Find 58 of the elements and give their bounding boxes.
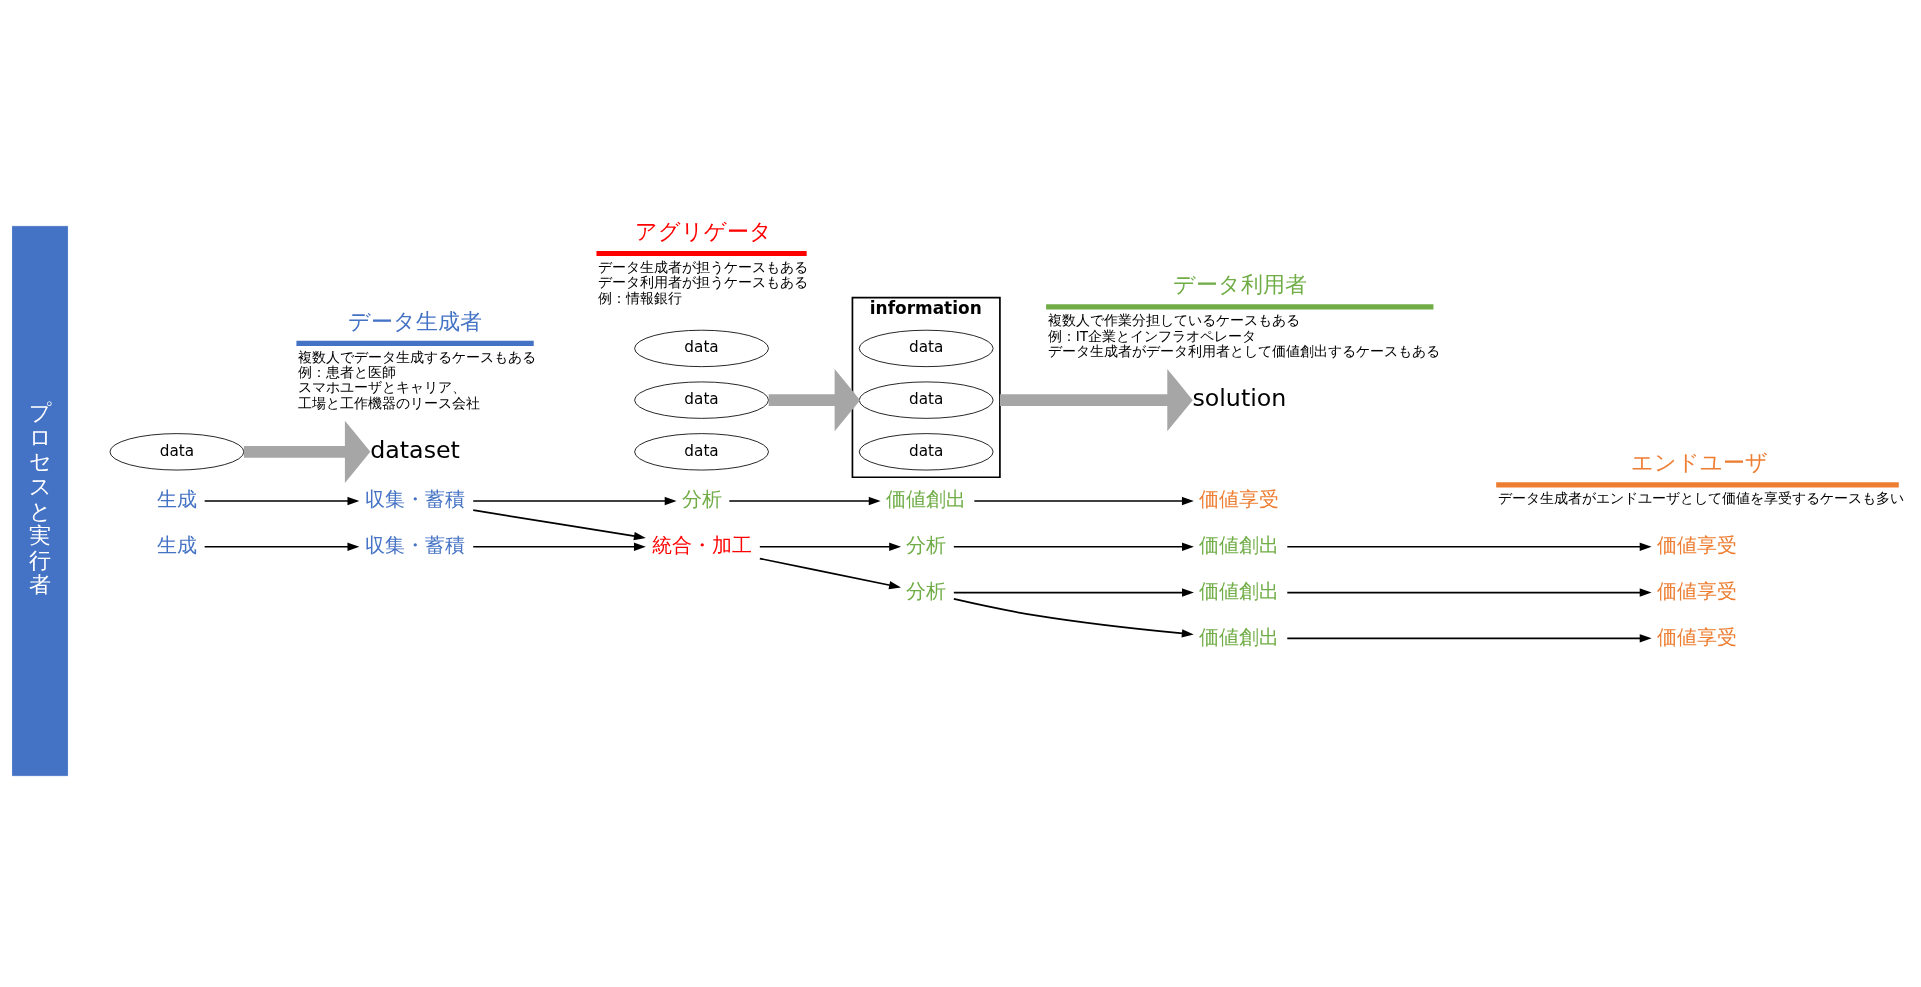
arrow: [203, 496, 360, 505]
arrow: [728, 496, 881, 505]
arrow: [472, 542, 646, 551]
arrow: [1286, 542, 1652, 551]
node-text: 価値享受: [1199, 486, 1280, 511]
arrow: [953, 597, 1194, 638]
label: 複数人で作業分担しているケースもある: [1047, 311, 1300, 328]
label: 例：患者と医師: [298, 363, 397, 380]
node-text: 生成: [156, 532, 197, 557]
node-text: 分析: [906, 578, 947, 603]
arrow: [472, 496, 677, 505]
arrow: [999, 368, 1193, 431]
node-text: 分析: [906, 532, 947, 557]
label: データ生成者: [348, 308, 483, 334]
node-box: プロセスと実行者: [12, 225, 68, 776]
arrow: [953, 542, 1194, 551]
node-text: dataset: [370, 435, 460, 464]
node-ellipse: data: [634, 381, 769, 419]
arrow: [768, 368, 861, 431]
label: 例：IT企業とインフラオペレータ: [1047, 327, 1257, 344]
label: アグリゲータ: [634, 218, 772, 244]
label: データ生成者が担うケースもある: [598, 258, 809, 275]
node-text: 価値創出: [1199, 578, 1280, 603]
node-text: 収集・蓄積: [365, 486, 466, 511]
node-text: 価値享受: [1657, 578, 1738, 603]
arrow: [758, 557, 901, 589]
node-text: 価値創出: [1199, 624, 1280, 649]
node-ellipse: data: [858, 329, 994, 367]
node-text: 生成: [156, 486, 197, 511]
arrow: [758, 542, 902, 551]
label: 複数人でデータ生成するケースもある: [298, 348, 537, 365]
node-ellipse: data: [634, 329, 769, 367]
node-text: solution: [1192, 383, 1287, 412]
arrow: [472, 508, 646, 540]
node-text: 統合・加工: [651, 532, 752, 557]
node-text: 収集・蓄積: [365, 532, 466, 557]
arrow: [203, 542, 360, 551]
arrow: [953, 587, 1194, 597]
node-ellipse: data: [858, 381, 994, 419]
node-text: 価値享受: [1657, 532, 1738, 557]
label: 例：情報銀行: [598, 288, 683, 305]
node-text: 価値創出: [886, 486, 967, 511]
label: スマホユーザとキャリア、: [298, 378, 467, 395]
arrow: [973, 496, 1194, 505]
arrow: [1286, 587, 1652, 597]
arrow: [1286, 633, 1652, 642]
label: 工場と工作機器のリース会社: [298, 394, 481, 411]
arrow: [243, 420, 371, 483]
node-text: 価値享受: [1657, 624, 1738, 649]
node-ellipse: data: [858, 432, 994, 470]
node-text: 分析: [681, 486, 722, 511]
node-ellipse: data: [634, 432, 769, 470]
label: データ生成者がデータ利用者として価値創出するケースもある: [1047, 342, 1440, 359]
label: データ利用者: [1172, 271, 1307, 297]
node-text: 価値創出: [1199, 532, 1280, 557]
label: データ生成者がエンドユーザとして価値を享受するケースも多い: [1497, 489, 1904, 506]
label: エンドユーザ: [1630, 449, 1768, 475]
node-ellipse: data: [109, 432, 245, 470]
